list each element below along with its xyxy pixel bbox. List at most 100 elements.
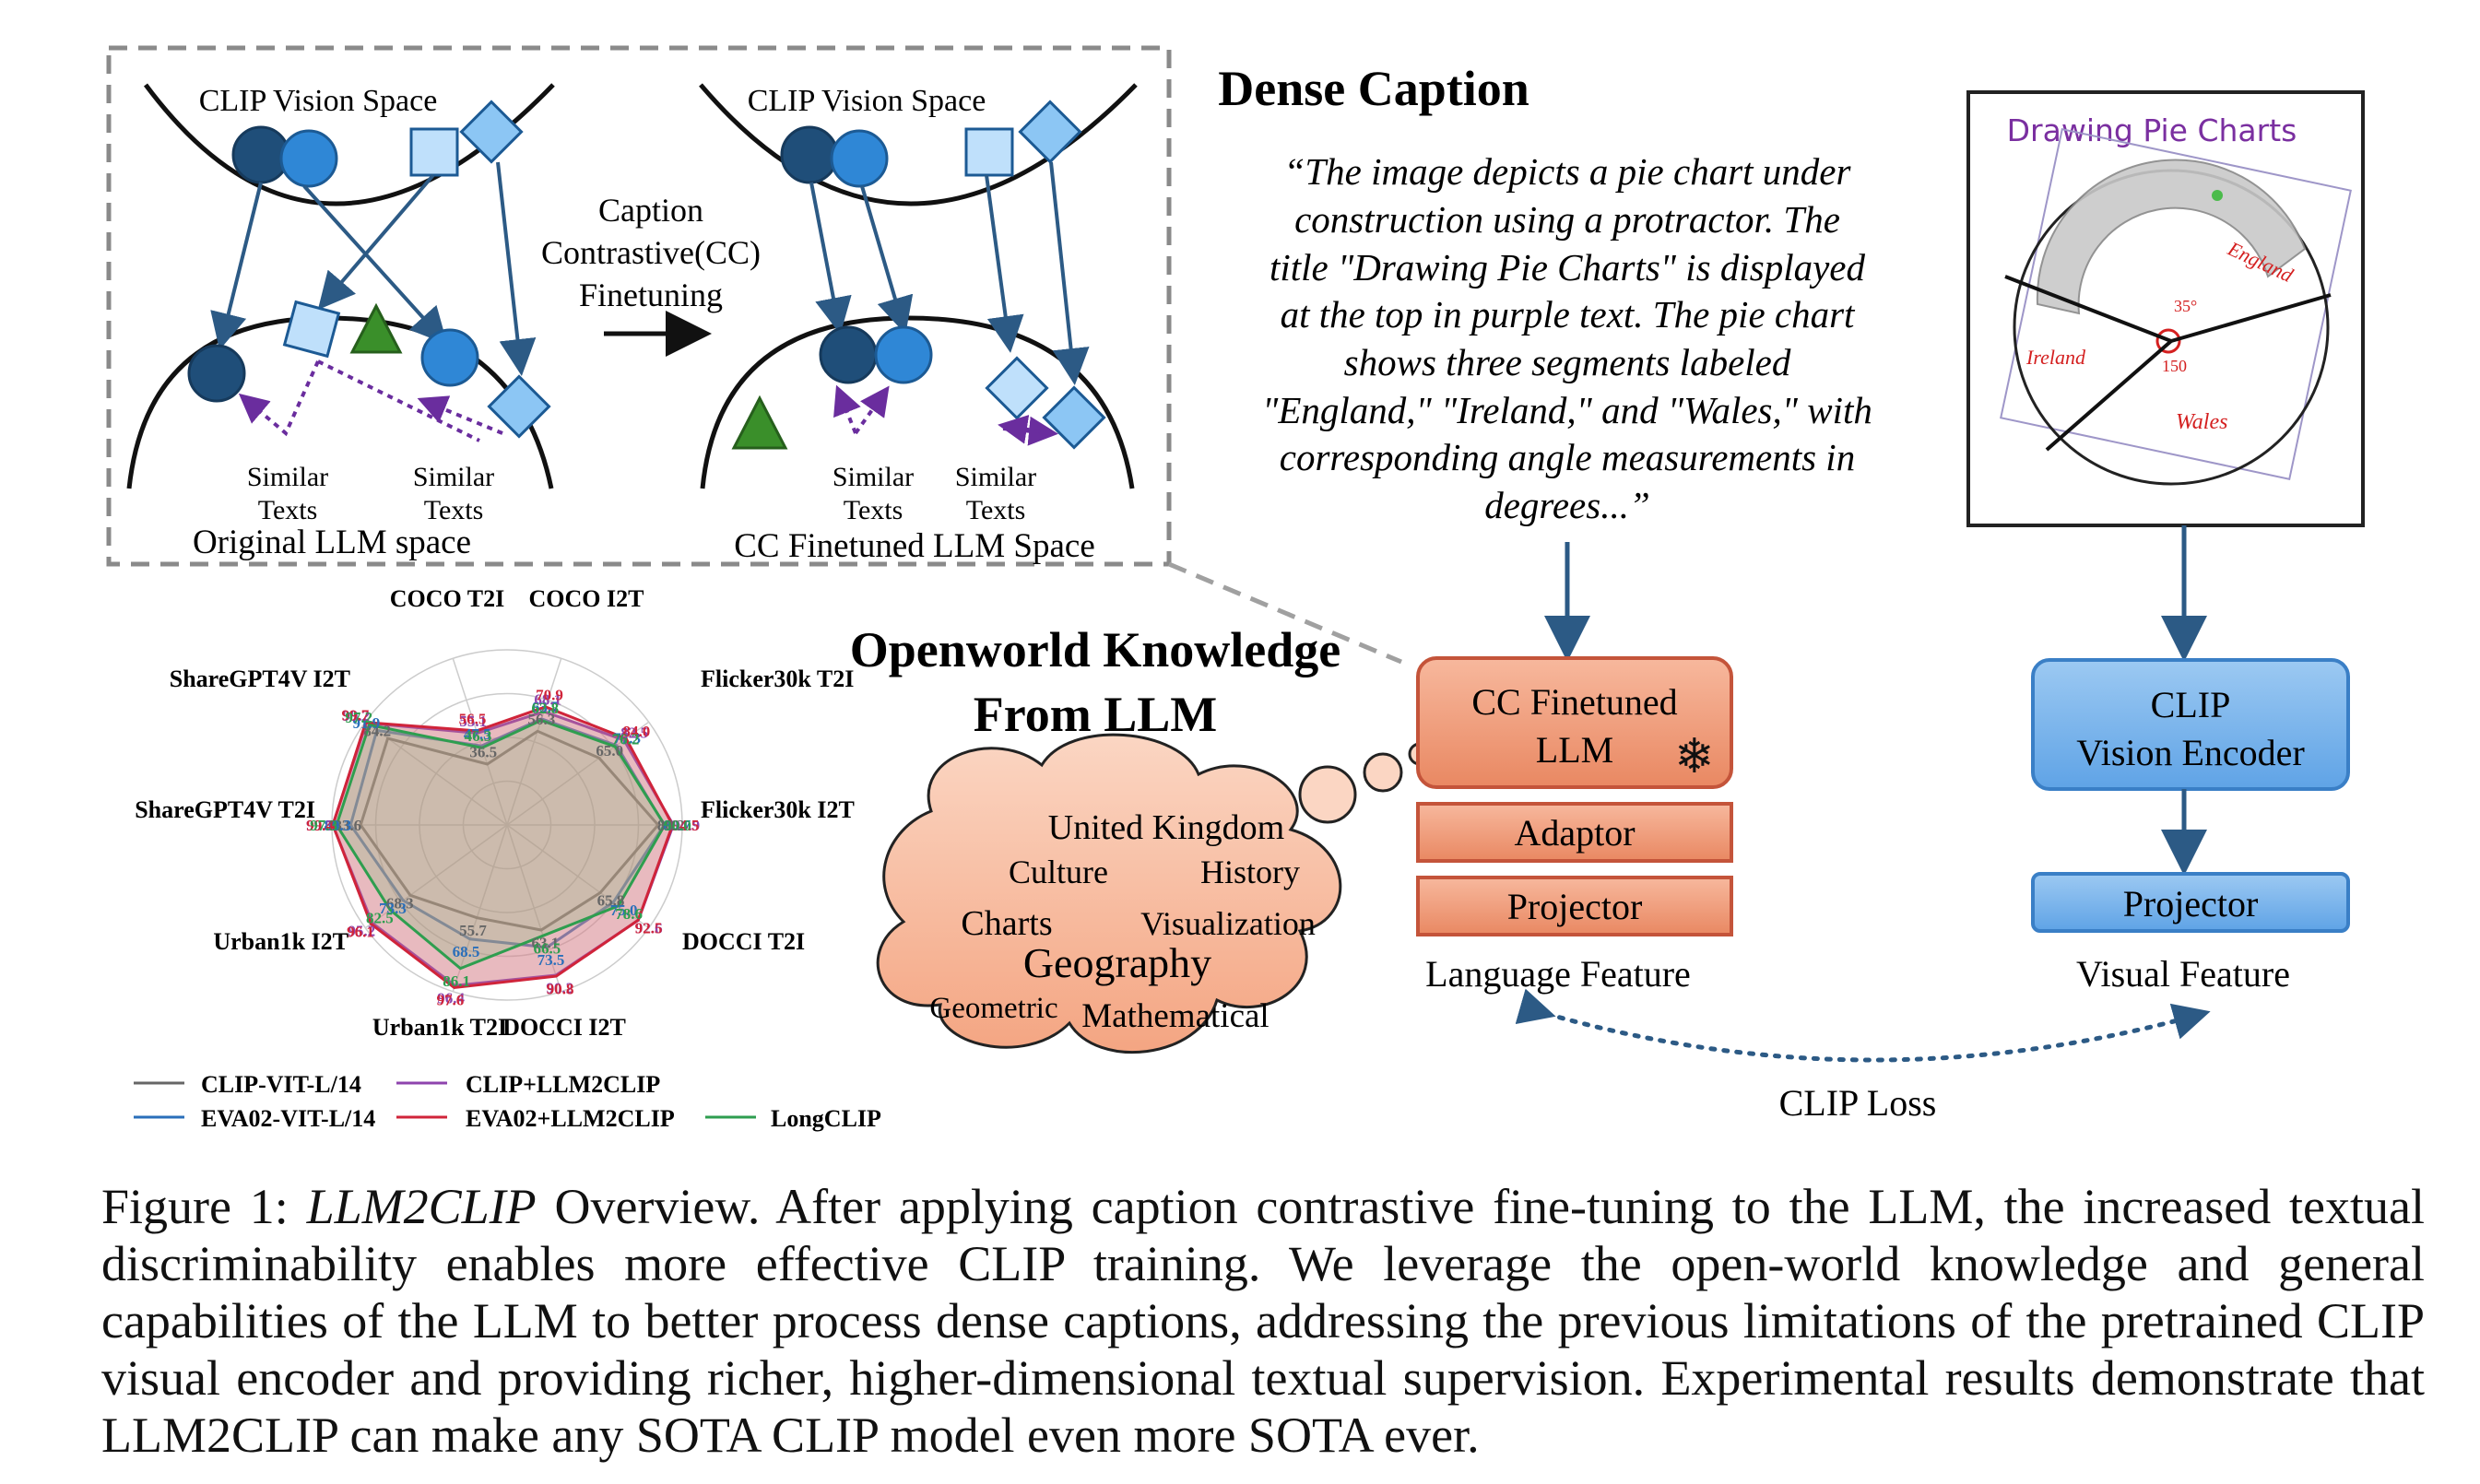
radar-value-label: 65.8 [597,892,625,910]
radar-value-label: 96.4 [437,990,465,1007]
adaptor-label: Adaptor [1514,812,1635,854]
radar-axis-label: DOCCI I2T [502,1014,626,1041]
radar-value-label: 99.7 [342,706,370,724]
dense-caption-line-3: title "Drawing Pie Charts" is displayed [1270,246,1866,289]
square-top-left [409,127,459,177]
radar-value-label: 77.3 [613,729,641,747]
similar-dots-right-1 [833,384,861,434]
green-triangle-right [731,395,788,450]
radar-value-label: 99.5 [306,817,334,834]
arrow-r1 [809,182,852,335]
radar-value-label: 86.1 [443,972,470,990]
arrow-label-line1: Caption [598,192,703,229]
square-bottom-right [985,356,1049,420]
similar-label-2a: Similar [413,462,494,492]
radar-value-label: 97.6 [437,992,465,1009]
legend-label-eva02-llm2clip: EVA02+LLM2CLIP [466,1105,675,1132]
radar-value-label: 92.6 [635,920,663,937]
radar-value-label: 96.1 [347,924,374,941]
radar-value-label: 76.2 [612,731,640,748]
caption-model-name: LLM2CLIP [306,1179,537,1234]
thought-bubble-large [1298,765,1357,824]
dense-caption-line-4: at the top in purple text. The pie chart [1281,293,1856,336]
figure-canvas: CLIP Vision Space Similar Texts Similar … [106,45,2365,1132]
radar-value-label: 73.3 [379,900,407,917]
radar-value-label: 90.2 [546,979,573,996]
legend-label-clip-vit: CLIP-VIT-L/14 [201,1071,361,1098]
radar-value-label: 99.2 [342,707,370,724]
adaptor-box [1416,802,1733,863]
clip-loss: CLIP Loss [1515,988,2211,1124]
pie-radius-1 [2004,275,2172,343]
radar-spoke-1 [506,658,562,826]
radar-value-label: 66.5 [534,940,561,958]
radar-value-label: 83.6 [334,817,361,834]
figure-caption: Figure 1: LLM2CLIP Overview. After apply… [101,1178,2425,1464]
radar-value-label: 97.2 [345,709,372,726]
radar-value-label: 47.5 [464,725,491,743]
radar-value-label: 94.5 [672,817,700,834]
protractor [2036,159,2307,315]
radar-value-label: 75.0 [610,901,638,919]
radar-axis-label: ShareGPT4V I2T [170,665,350,692]
pie-radius-3 [2045,339,2173,452]
radar-value-label: 91.9 [353,714,381,732]
diamond-top-right [1018,100,1082,164]
radar-value-label: 90.8 [547,980,574,997]
radar-axis-label: Urban1k I2T [213,928,348,955]
vision-space-label-left: CLIP Vision Space [199,84,438,118]
cc-finetuning-arrow: Caption Contrastive(CC) Finetuning [541,192,761,357]
snowflake-icon: ❄ [1674,729,1715,784]
radar-value-label: 78.6 [615,905,643,923]
image-title: Drawing Pie Charts [2007,112,2297,148]
clip-vision-encoder-box [2031,658,2350,791]
radar-value-label: 92.5 [635,920,663,937]
language-projector-label: Projector [1507,886,1643,927]
radar-value-label: 90.0 [664,817,691,834]
encoder-line2: Vision Encoder [2076,732,2305,773]
original-llm-diagram: CLIP Vision Space Similar Texts Similar … [126,83,555,561]
openworld-title-1: Openworld Knowledge [850,622,1341,677]
dense-caption-title: Dense Caption [1218,61,1529,116]
cloud-word-culture: Culture [1009,854,1108,890]
clip-loss-label: CLIP Loss [1779,1082,1937,1124]
dense-caption-line-6: "England," "Ireland," and "Wales," with [1262,389,1872,431]
radar-value-label: 68.5 [453,943,480,960]
radar-spoke-7 [364,824,508,929]
radar-value-label: 70.9 [536,687,563,704]
vision-space-label-right: CLIP Vision Space [748,84,986,118]
radar-value-label: 56.3 [528,711,556,728]
radar-axis-label: DOCCI T2I [682,928,805,955]
caption-body: Overview. After applying caption contras… [101,1179,2425,1463]
radar-value-label: 84.2 [363,723,391,740]
radar-series-longclip [335,718,667,971]
legend-label-longclip: LongCLIP [771,1105,881,1132]
legend-label-eva02-vit: EVA02-VIT-L/14 [201,1105,375,1132]
similar-label-1b: Texts [258,495,318,525]
dark-circle-bottom-left [187,344,246,403]
light-circle-top-left [279,129,338,188]
cc-finetuned-diagram: CLIP Vision Space Similar Texts Similar … [699,83,1138,565]
language-projector-box [1416,876,1733,936]
radar-value-label: 63.7 [532,699,560,716]
radar-spoke-4 [506,824,650,929]
radar-value-label: 99.4 [306,817,334,834]
light-circle-bottom-right [874,325,933,384]
encoder-line1: CLIP [2151,684,2231,725]
radar-value-label: 62.8 [531,700,559,717]
light-circle-top-right [830,129,889,188]
cc-finetuning-panel: CLIP Vision Space Similar Texts Similar … [106,45,1172,567]
diamond-bottom-left [487,374,551,439]
light-circle-bottom-left [420,328,479,387]
radar-value-label: 73.5 [537,951,565,969]
dense-caption-line-2: construction using a protractor. The [1294,198,1840,241]
similar-dots-right-4 [998,414,1052,444]
cloud-word-geometric: Geometric [929,992,1057,1025]
dark-circle-bottom-right [819,325,878,384]
cloud-word-charts: Charts [961,904,1052,943]
knowledge-cloud [876,733,1342,1054]
caption-prefix: Figure 1: [101,1179,307,1234]
pie-radius-2 [2170,293,2332,343]
vision-projector-box [2031,872,2350,933]
similar-dots-right-2 [854,385,890,435]
